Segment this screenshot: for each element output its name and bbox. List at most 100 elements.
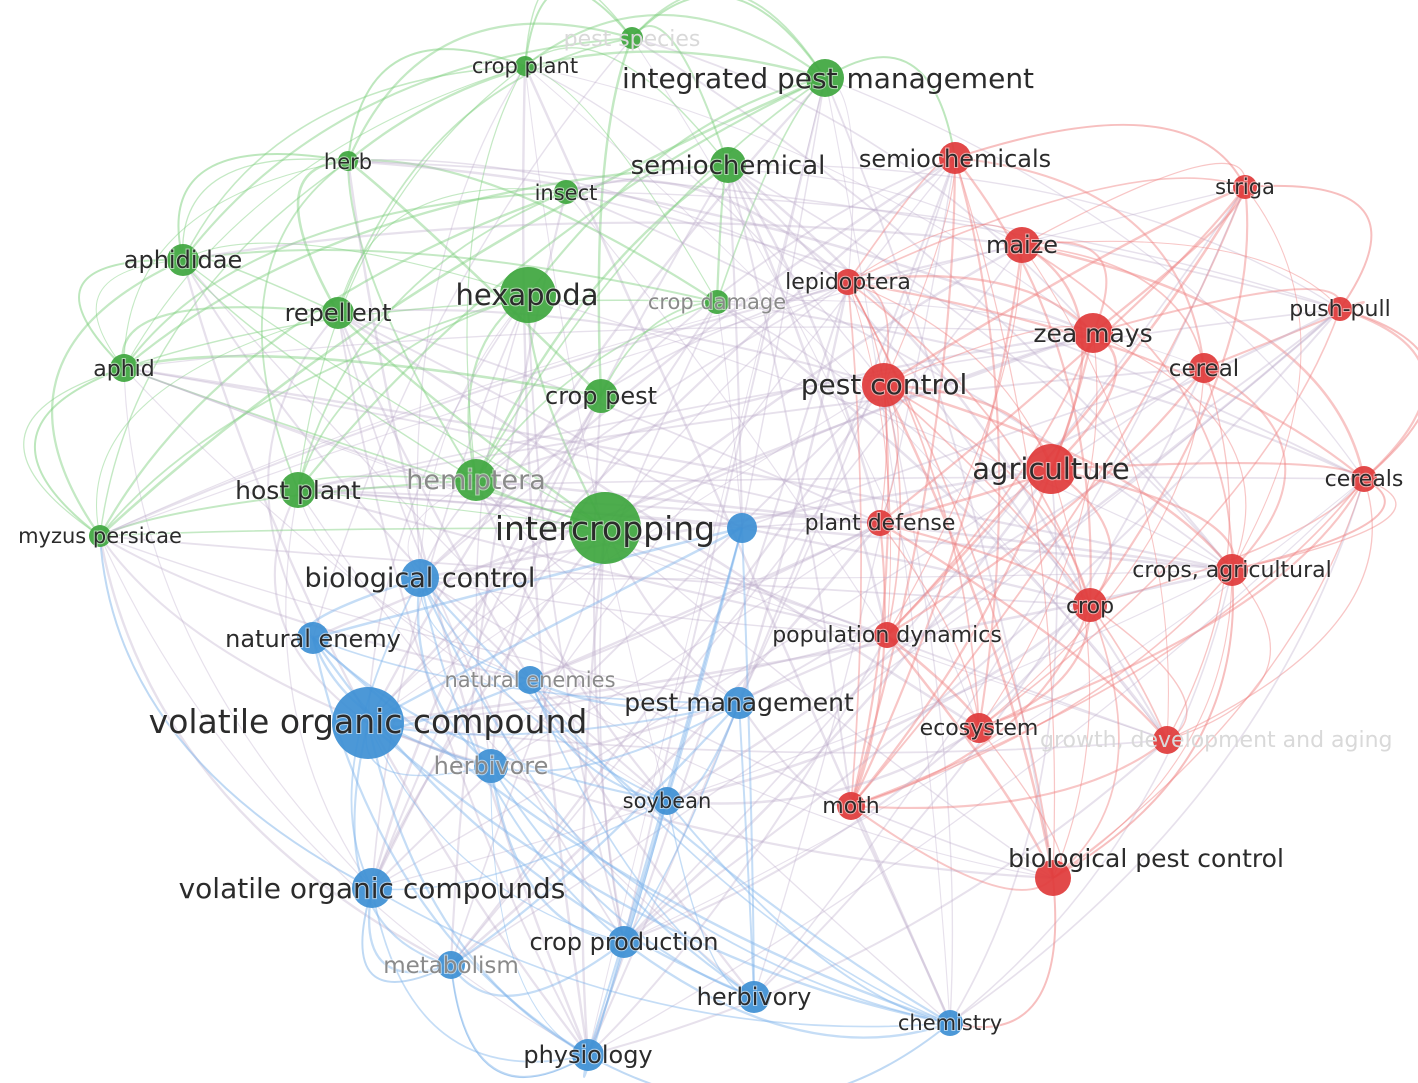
label-hexapoda[interactable]: hexapoda [455, 277, 600, 313]
node-crop-damage[interactable] [705, 290, 729, 314]
label-chemistry[interactable]: chemistry [897, 1010, 1003, 1036]
node-population-dynamics[interactable] [874, 622, 900, 648]
node-cereals[interactable] [1351, 466, 1377, 492]
label-pest-species[interactable]: pest species [564, 27, 701, 52]
node-herb[interactable] [338, 151, 358, 171]
label-biological-control[interactable]: biological control [304, 562, 537, 595]
label-pest-management[interactable]: pest management [623, 687, 855, 718]
label-zea-mays[interactable]: zea mays [1032, 318, 1153, 349]
label-moth[interactable]: moth [821, 793, 880, 820]
label-semiochemicals[interactable]: semiochemicals [858, 144, 1052, 174]
node-volatile-organic-compounds[interactable] [352, 868, 392, 908]
node-herbivore[interactable] [474, 749, 508, 783]
label-semiochemical[interactable]: semiochemical [630, 150, 827, 182]
node-striga[interactable] [1233, 175, 1257, 199]
label-crop-plant[interactable]: crop plant [471, 53, 579, 79]
label-hemiptera[interactable]: hemiptera [405, 464, 547, 497]
label-integrated-pest-management[interactable]: integrated pest management [621, 61, 1035, 96]
label-crop-damage[interactable]: crop damage [647, 289, 787, 315]
label-metabolism[interactable]: metabolism [382, 952, 520, 980]
label-pest-control[interactable]: pest control [800, 367, 969, 402]
link-plant-defense-ecosystem [879, 522, 980, 729]
link-pest-species-integrated-pest-management [631, 0, 826, 79]
node-crops-agricultural[interactable] [1216, 554, 1248, 586]
node-host-plant[interactable] [280, 472, 316, 508]
node-biological-control[interactable] [401, 559, 439, 597]
node-blue-hub[interactable] [727, 513, 757, 543]
label-volatile-organic-compounds[interactable]: volatile organic compounds [178, 871, 567, 906]
node-intercropping[interactable] [569, 492, 641, 564]
label-crop[interactable]: crop [1065, 593, 1115, 620]
node-maize[interactable] [1004, 227, 1040, 263]
node-plant-defense[interactable] [867, 510, 893, 536]
link-crop-damage-crop [716, 301, 1091, 606]
label-aphid[interactable]: aphid [92, 356, 155, 383]
node-volatile-organic-compound[interactable] [332, 687, 404, 759]
node-natural-enemies[interactable] [516, 666, 544, 694]
label-cereals[interactable]: cereals [1324, 466, 1405, 493]
node-ecosystem[interactable] [964, 713, 994, 743]
node-chemistry[interactable] [937, 1010, 963, 1036]
link-population-dynamics-biological-pest-control [886, 634, 1055, 879]
label-herb[interactable]: herb [323, 149, 373, 175]
node-crop[interactable] [1073, 588, 1107, 622]
node-pest-species[interactable] [621, 27, 643, 49]
label-population-dynamics[interactable]: population dynamics [771, 622, 1003, 649]
label-physiology[interactable]: physiology [522, 1040, 653, 1070]
node-zea-mays[interactable] [1073, 313, 1113, 353]
node-moth[interactable] [837, 792, 865, 820]
label-herbivore[interactable]: herbivore [433, 751, 550, 781]
node-push-pull[interactable] [1328, 297, 1352, 321]
node-hexapoda[interactable] [500, 267, 556, 323]
node-hemiptera[interactable] [455, 459, 497, 501]
label-myzus-persicae[interactable]: myzus persicae [17, 523, 183, 549]
node-aphid[interactable] [110, 354, 138, 382]
link-host-plant-crops-agricultural [297, 488, 1233, 572]
node-physiology[interactable] [572, 1039, 604, 1071]
label-natural-enemy[interactable]: natural enemy [224, 624, 402, 654]
node-herbivory[interactable] [738, 981, 770, 1013]
label-ecosystem[interactable]: ecosystem [919, 715, 1040, 742]
label-crops-agricultural[interactable]: crops, agricultural [1131, 557, 1333, 584]
node-crop-plant[interactable] [515, 56, 535, 76]
node-pest-management[interactable] [723, 687, 755, 719]
node-growth-development-aging[interactable] [1153, 726, 1181, 754]
label-growth-development-aging[interactable]: growth, development and aging [1040, 728, 1393, 753]
node-soybean[interactable] [653, 787, 681, 815]
label-soybean[interactable]: soybean [622, 788, 713, 814]
node-natural-enemy[interactable] [297, 622, 329, 654]
node-insect[interactable] [554, 180, 578, 204]
label-maize[interactable]: maize [985, 230, 1059, 260]
label-striga[interactable]: striga [1214, 174, 1276, 200]
node-biological-pest-control[interactable] [1035, 860, 1071, 896]
label-herbivory[interactable]: herbivory [696, 982, 813, 1012]
label-plant-defense[interactable]: plant defense [804, 510, 957, 537]
label-push-pull[interactable]: push-pull [1288, 296, 1391, 323]
label-lepidoptera[interactable]: lepidoptera [784, 269, 912, 296]
node-semiochemicals[interactable] [939, 142, 971, 174]
label-crop-pest[interactable]: crop pest [544, 381, 658, 411]
node-repellent[interactable] [322, 297, 354, 329]
node-cereal[interactable] [1189, 353, 1219, 383]
label-biological-pest-control[interactable]: biological pest control [1007, 843, 1285, 874]
label-volatile-organic-compound[interactable]: volatile organic compound [148, 701, 589, 742]
label-intercropping[interactable]: intercropping [494, 508, 716, 549]
label-agriculture[interactable]: agriculture [971, 451, 1130, 487]
label-aphididae[interactable]: aphididae [123, 245, 243, 275]
label-cereal[interactable]: cereal [1168, 355, 1240, 383]
node-aphididae[interactable] [167, 244, 199, 276]
node-semiochemical[interactable] [710, 147, 746, 183]
node-myzus-persicae[interactable] [89, 525, 111, 547]
node-crop-production[interactable] [608, 926, 640, 958]
label-repellent[interactable]: repellent [284, 298, 393, 328]
label-crop-production[interactable]: crop production [529, 927, 720, 957]
label-natural-enemies[interactable]: natural enemies [443, 667, 616, 693]
node-integrated-pest-management[interactable] [806, 59, 844, 97]
node-metabolism[interactable] [437, 951, 465, 979]
node-agriculture[interactable] [1026, 444, 1076, 494]
node-crop-pest[interactable] [584, 379, 618, 413]
label-insect[interactable]: insect [534, 180, 599, 206]
node-lepidoptera[interactable] [835, 269, 861, 295]
node-pest-control[interactable] [862, 363, 906, 407]
label-host-plant[interactable]: host plant [234, 475, 362, 506]
